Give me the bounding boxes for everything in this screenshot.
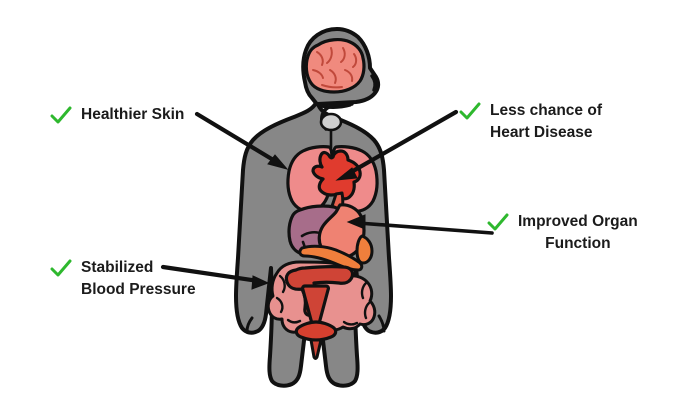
right-hand-detail <box>377 314 386 333</box>
arrow-blood-pressure <box>160 264 270 290</box>
callout-healthier-skin: Healthier Skin <box>50 104 184 126</box>
colon-organ <box>284 264 355 360</box>
brain-organ <box>304 38 366 94</box>
callout-organ-function: Improved Organ Function <box>487 211 638 255</box>
check-icon <box>50 259 72 277</box>
brain-folds <box>312 47 358 89</box>
jaw-line <box>316 103 352 109</box>
arrow-healthier-skin <box>194 111 289 170</box>
nose-notch <box>370 74 377 92</box>
pancreas-shape <box>298 244 364 272</box>
check-icon <box>50 106 72 124</box>
thyroid-shape <box>319 112 343 132</box>
urethra-shape <box>309 338 323 360</box>
check-icon <box>459 102 481 120</box>
intestine-folds <box>275 274 371 326</box>
callout-label: Healthier Skin <box>81 106 185 123</box>
callout-label: Improved Organ Function <box>518 213 638 252</box>
pancreas-organ <box>298 234 374 272</box>
callout-heart-disease: Less chance of Heart Disease <box>459 100 602 144</box>
thyroid-organ <box>319 112 343 150</box>
brain-shape <box>304 38 366 94</box>
arrow-organ-function <box>346 214 494 235</box>
check-icon <box>487 213 509 231</box>
callout-arrows <box>160 109 494 290</box>
callout-label: Stabilized Blood Pressure <box>81 259 196 298</box>
left-hand-detail <box>245 316 254 333</box>
bladder-shape <box>294 320 338 342</box>
callout-label: Less chance of Heart Disease <box>490 102 602 141</box>
spleen-shape <box>355 234 374 265</box>
callout-blood-pressure: Stabilized Blood Pressure <box>50 257 196 301</box>
arrow-heart-disease <box>335 109 459 181</box>
